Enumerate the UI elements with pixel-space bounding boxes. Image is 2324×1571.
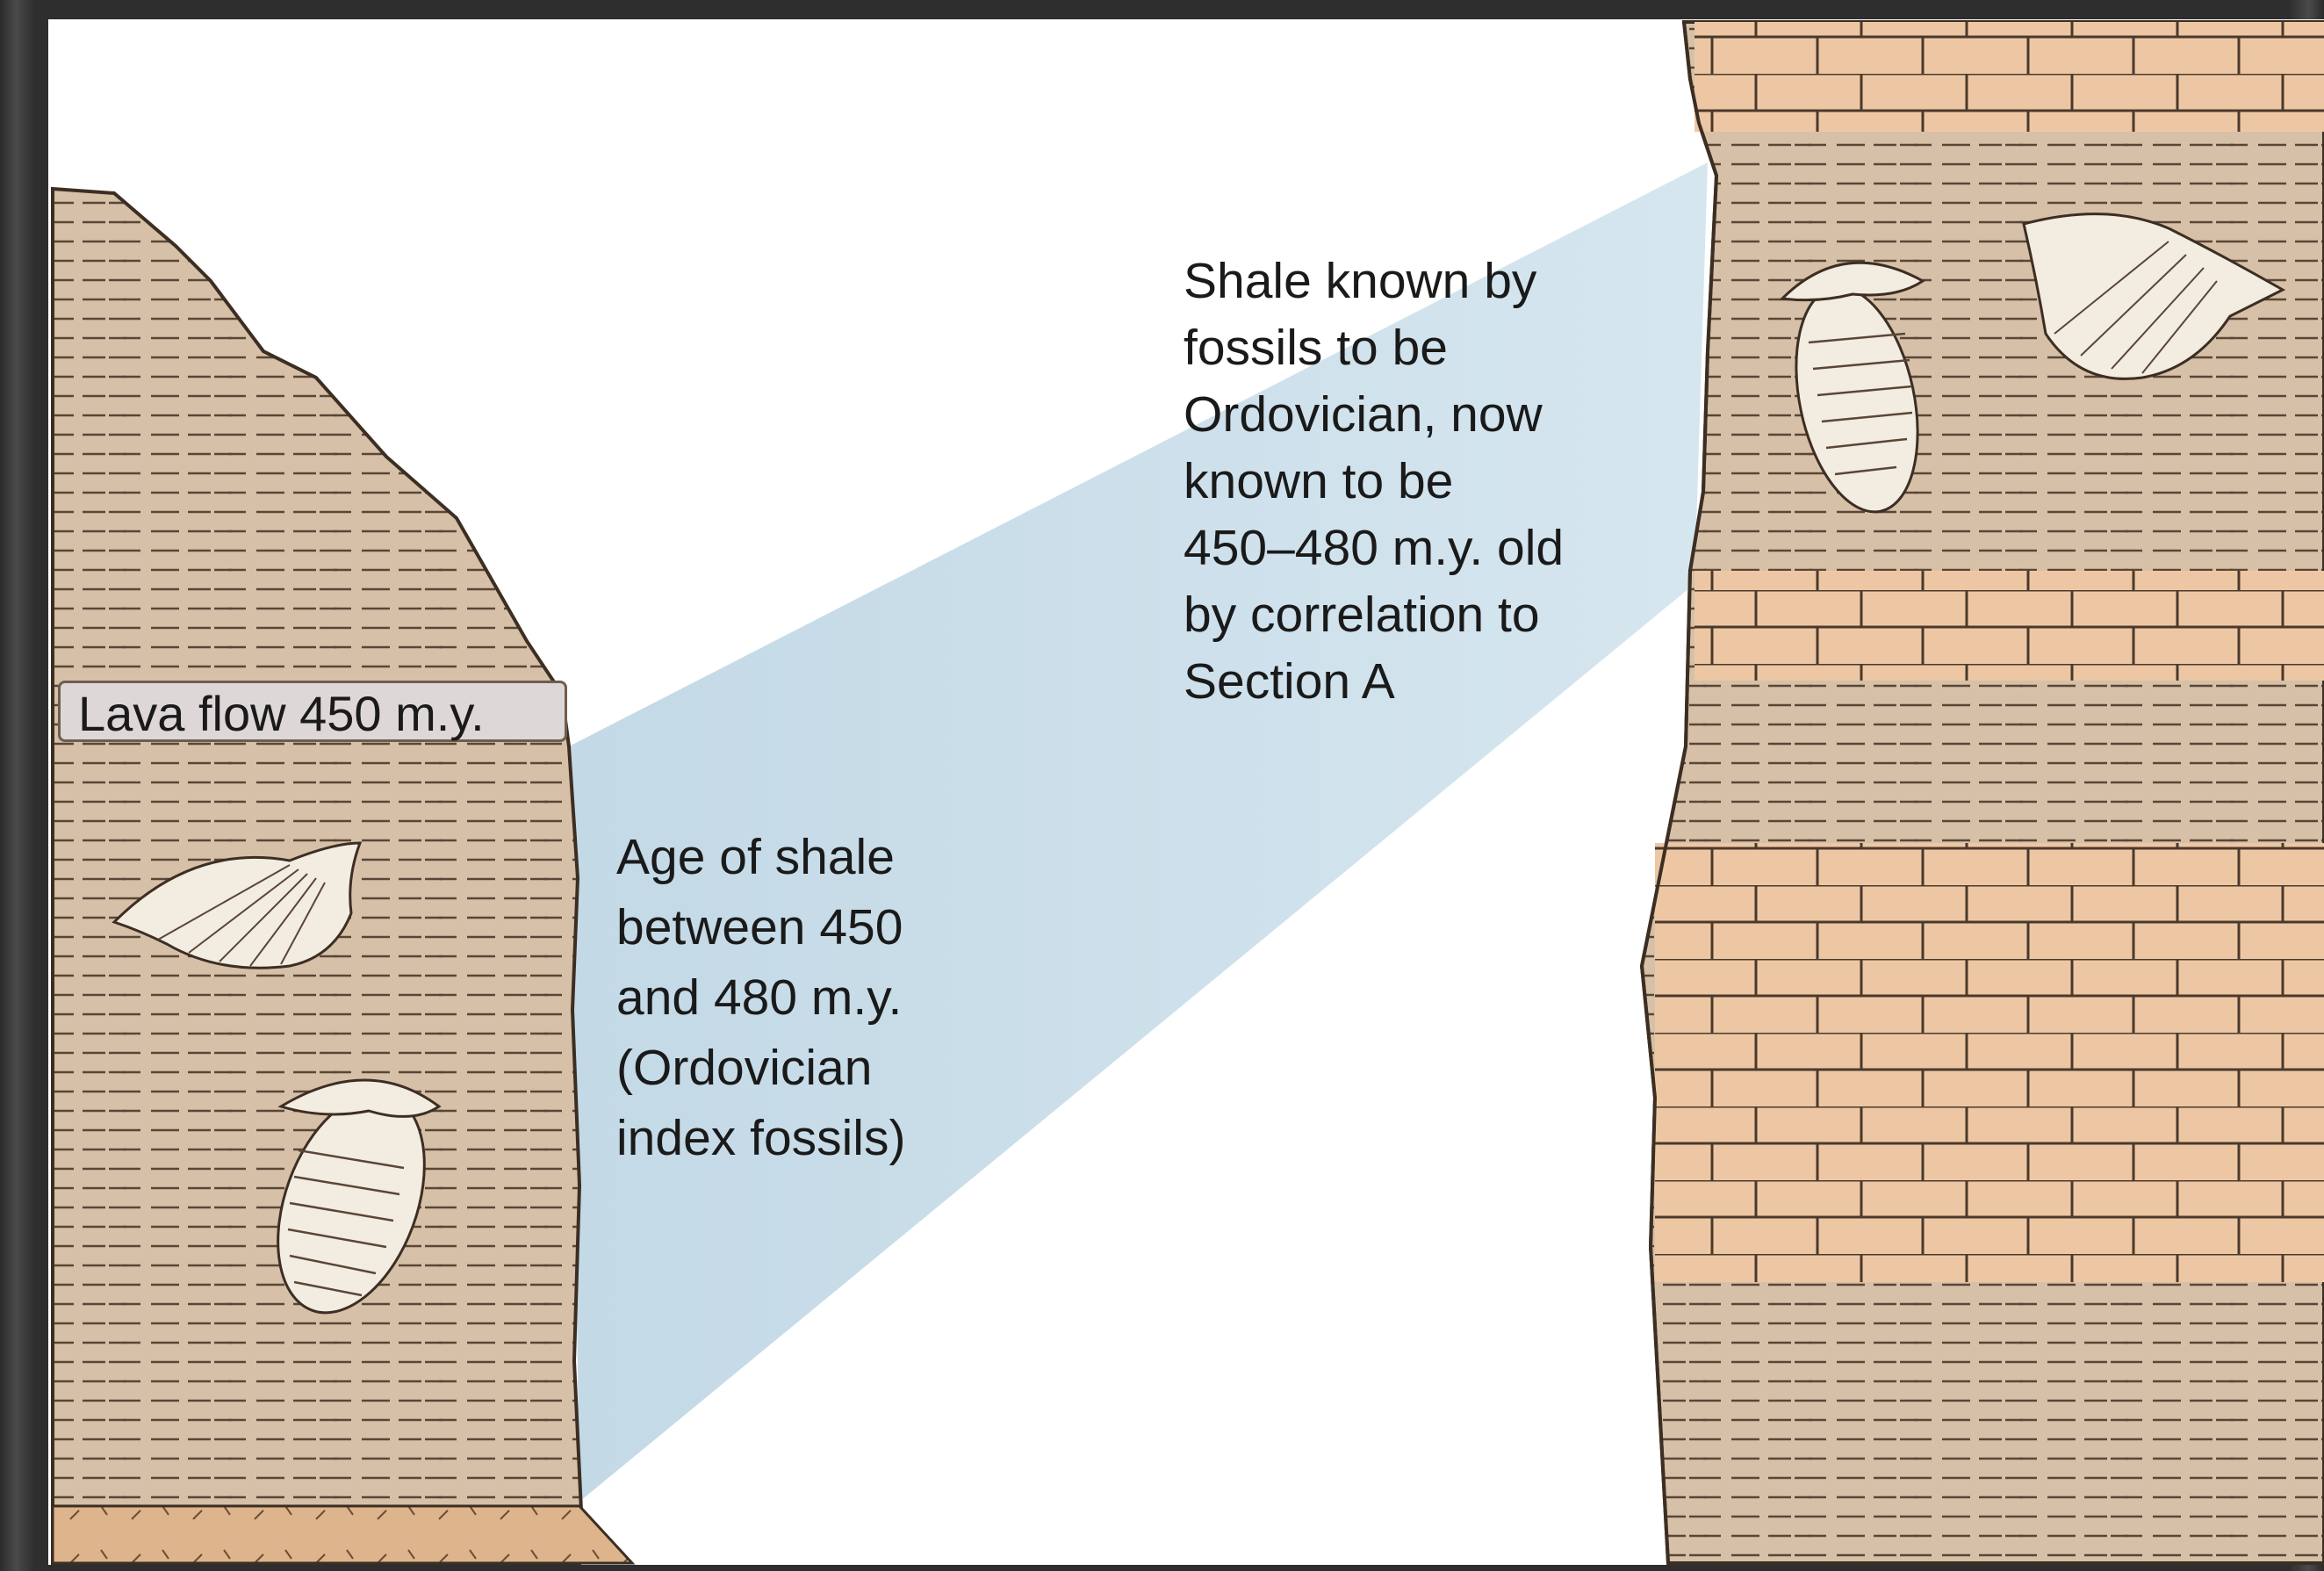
lava-flow-label: Lava flow 450 m.y.: [58, 681, 567, 742]
shale-age-label: Age of shale between 450 and 480 m.y. (O…: [616, 822, 985, 1173]
sandstone-base-layer: [53, 1506, 632, 1563]
shale-correlation-label: Shale known by fossils to be Ordovician,…: [1184, 248, 1675, 715]
limestone-layer-middle: [1694, 571, 2324, 681]
limestone-layer-lower: [1655, 843, 2324, 1282]
right-rock-column: [1642, 22, 2324, 1563]
limestone-layer-top: [1694, 22, 2324, 132]
